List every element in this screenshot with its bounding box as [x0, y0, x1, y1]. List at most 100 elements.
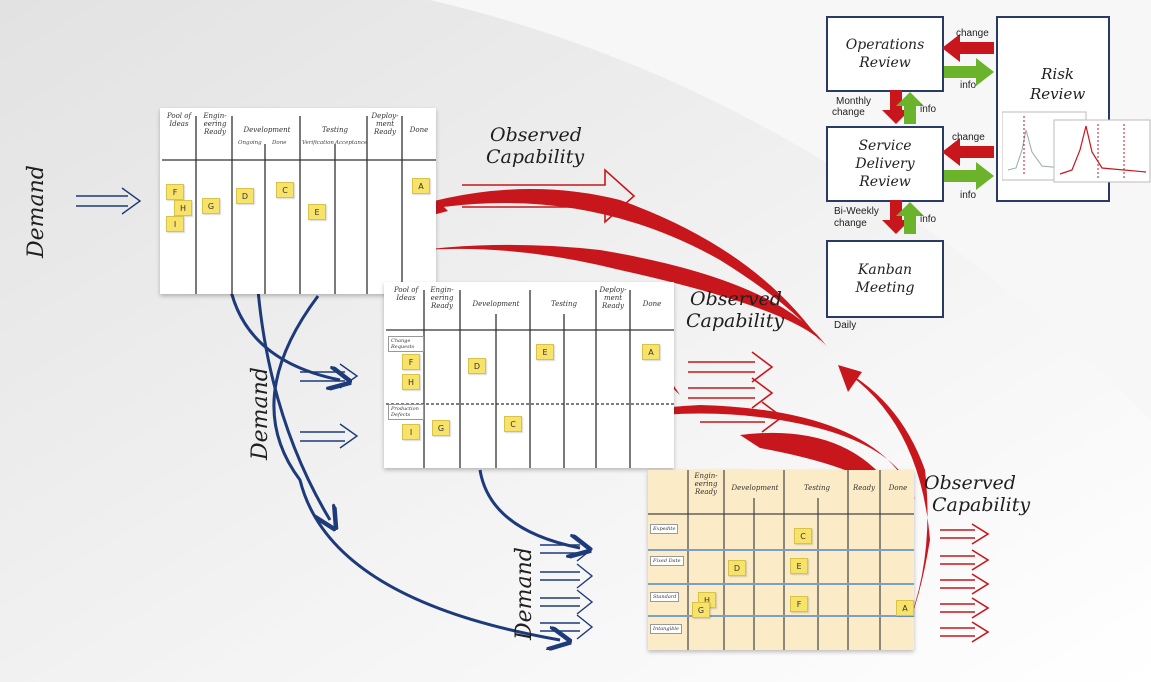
- board-grid: [162, 116, 436, 294]
- observed-label: Observed: [924, 472, 1016, 494]
- demand-label-3: Demand: [512, 547, 537, 640]
- sub-acceptance: Acceptance: [335, 140, 368, 146]
- sticky-note: D: [236, 188, 254, 204]
- capability-arrows: [462, 168, 990, 643]
- sticky-note: E: [790, 558, 808, 574]
- sdr-line2: Delivery: [855, 156, 915, 172]
- sticky-note: H: [402, 374, 420, 390]
- label-biweekly: Bi-Weekly: [834, 206, 879, 217]
- col-testing: Testing: [551, 300, 577, 308]
- col-deployment-ready: Deploy-ment Ready: [371, 112, 399, 136]
- sub-done: Done: [272, 140, 287, 146]
- sticky-note: C: [276, 182, 294, 198]
- label-info-ops: info: [960, 80, 977, 91]
- sticky-note: C: [794, 528, 812, 544]
- col-development: Development: [243, 126, 291, 134]
- capability-label: Capability: [486, 146, 585, 168]
- sticky-note: D: [468, 358, 486, 374]
- kanban-board-service: Pool of Ideas Engin-eering Ready Develop…: [384, 282, 674, 468]
- col-development: Development: [472, 300, 520, 308]
- demand-flow-curves: [226, 275, 580, 640]
- label-change-sdr: change: [952, 132, 985, 143]
- label-monthly-info: info: [920, 104, 937, 115]
- sdr-line1: Service: [858, 138, 912, 154]
- label-biweekly-info: info: [920, 214, 937, 225]
- capability-label: Capability: [686, 310, 785, 332]
- km-line2: Meeting: [855, 280, 915, 296]
- capability-label: Capability: [932, 494, 1031, 516]
- info-arrow-biweekly: [896, 202, 924, 234]
- board-grid: [648, 470, 914, 650]
- risk-line1: Risk: [1041, 65, 1075, 83]
- observed-capability-label-1: Observed Capability: [486, 124, 584, 168]
- observed-label: Observed: [490, 124, 582, 146]
- sticky-note: A: [642, 344, 660, 360]
- ops-line1: Operations: [845, 37, 925, 53]
- label-daily: Daily: [834, 320, 857, 331]
- label-change-ops: change: [956, 28, 989, 39]
- sdr-line3: Review: [859, 174, 911, 190]
- col-done: Done: [642, 300, 662, 308]
- info-arrow-monthly: [896, 92, 924, 124]
- sticky-note: A: [896, 600, 914, 616]
- col-deployment-ready: Deploy-ment Ready: [599, 286, 627, 310]
- sticky-note: E: [536, 344, 554, 360]
- sticky-note: A: [412, 178, 430, 194]
- demand-label-1: Demand: [24, 165, 49, 258]
- observed-capability-label-2: Observed Capability: [686, 288, 784, 332]
- lane-intangible: Intangible: [650, 624, 682, 634]
- demand-label-2: Demand: [248, 367, 273, 460]
- sticky-note: F: [790, 596, 808, 612]
- sticky-note: F: [402, 354, 420, 370]
- sub-verification: Verification: [302, 140, 334, 146]
- sticky-note: C: [504, 416, 522, 432]
- lane-production-defects: Production Defects: [388, 404, 424, 420]
- lane-expedite: Expedite: [650, 524, 679, 534]
- lane-fixed-date: Fixed Date: [650, 556, 684, 566]
- change-arrow-ops: [942, 34, 994, 62]
- lane-change-requests: Change Requests: [388, 336, 424, 352]
- observed-capability-label-3: Observed Capability: [924, 472, 1030, 516]
- sticky-note: G: [202, 198, 220, 214]
- sticky-note: D: [728, 560, 746, 576]
- col-testing: Testing: [322, 126, 348, 134]
- change-arrow-monthly: [882, 90, 910, 124]
- col-pool-of-ideas: Pool of Ideas: [166, 112, 192, 128]
- col-development: Development: [731, 484, 779, 492]
- sticky-note: F: [166, 184, 184, 200]
- km-line1: Kanban: [857, 262, 913, 278]
- lane-standard: Standard: [650, 592, 680, 602]
- col-engineering-ready: Engin-eering Ready: [430, 286, 454, 310]
- sub-ongoing: Ongoing: [238, 140, 262, 146]
- col-done: Done: [409, 126, 429, 134]
- sticky-note: I: [166, 216, 184, 232]
- sticky-note: I: [402, 424, 420, 440]
- kanban-board-portfolio: Engin-eering Ready Development Testing R…: [648, 470, 914, 650]
- col-engineering-ready: Engin-eering Ready: [203, 112, 227, 136]
- risk-line2: Review: [1030, 85, 1086, 103]
- sticky-note: G: [692, 602, 710, 618]
- change-arrow-biweekly: [882, 200, 910, 234]
- col-done: Done: [888, 484, 908, 492]
- col-pool-of-ideas: Pool of Ideas: [393, 286, 419, 302]
- kanban-board-team: Pool of Ideas Engin-eering Ready Develop…: [160, 108, 436, 294]
- label-biweekly-change: change: [834, 218, 867, 229]
- label-monthly: Monthly: [836, 96, 872, 107]
- risk-review-title: Risk Review: [1030, 64, 1085, 104]
- label-monthly-change: change: [832, 107, 865, 118]
- info-arrow-sdr: [944, 162, 994, 190]
- ops-line2: Review: [859, 55, 911, 71]
- info-arrow-ops: [944, 58, 994, 86]
- label-info-sdr: info: [960, 190, 977, 201]
- observed-label: Observed: [690, 288, 782, 310]
- board-grid: [386, 290, 674, 468]
- col-engineering-ready: Engin-eering Ready: [694, 472, 718, 496]
- risk-distribution-charts: [1002, 111, 1151, 183]
- col-testing: Testing: [804, 484, 830, 492]
- sticky-note: E: [308, 204, 326, 220]
- col-ready: Ready: [852, 484, 876, 492]
- flow-arrows: [882, 34, 994, 234]
